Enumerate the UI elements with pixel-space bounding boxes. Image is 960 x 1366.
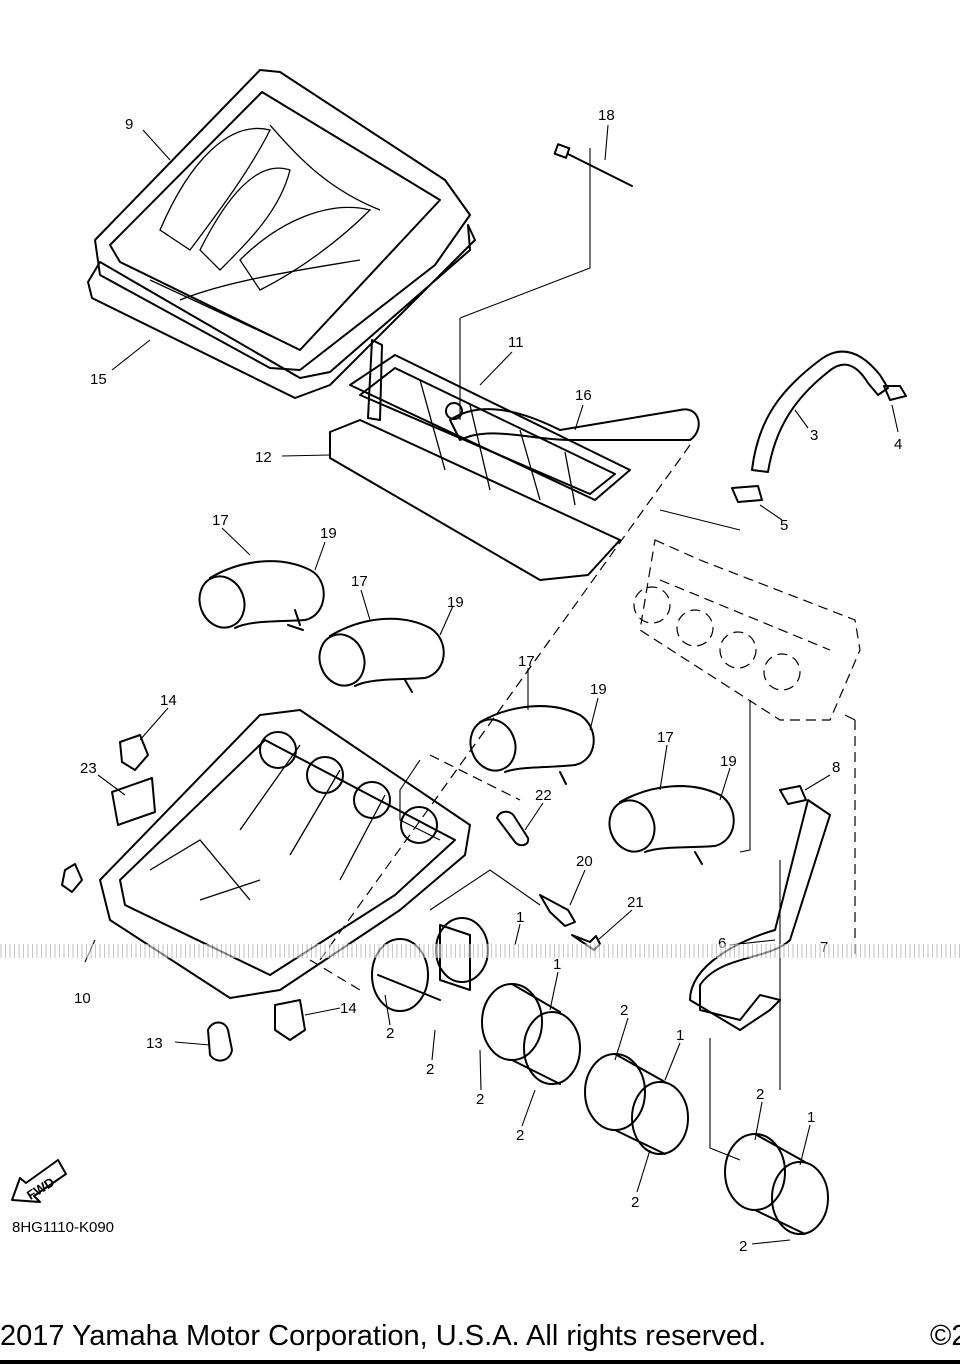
- callout-6: 6: [718, 935, 726, 952]
- callout-2c: 2: [426, 1061, 434, 1078]
- intake-funnel-c: [469, 705, 595, 785]
- callout-22: 22: [535, 787, 552, 804]
- callout-19d: 19: [720, 753, 737, 770]
- callout-1a: 1: [516, 909, 524, 926]
- callout-19a: 19: [320, 525, 337, 542]
- callout-21: 21: [627, 894, 644, 911]
- callout-19c: 19: [590, 681, 607, 698]
- breather-hose: [449, 408, 700, 441]
- sensor-20: [539, 894, 576, 927]
- bottom-rule: [0, 1360, 960, 1364]
- callout-17c: 17: [518, 653, 535, 670]
- copyright-text: 2017 Yamaha Motor Corporation, U.S.A. Al…: [0, 1320, 767, 1352]
- leader-lines: [84, 124, 899, 1245]
- callout-9: 9: [125, 116, 133, 133]
- callout-11: 11: [508, 334, 524, 351]
- label-23: [111, 777, 156, 826]
- element-sponge: [329, 419, 621, 581]
- intake-joint-a: [371, 917, 489, 1012]
- intake-joint-b: [481, 983, 581, 1085]
- callout-18: 18: [598, 107, 615, 124]
- air-filter-case: [99, 709, 471, 999]
- air-filter-case-cover: [94, 69, 471, 371]
- hose-clip-4: [883, 385, 907, 401]
- callout-1b: 1: [553, 956, 561, 973]
- diagram-code: 8HG1110-K090: [12, 1219, 114, 1236]
- callout-14b: 14: [340, 1000, 357, 1017]
- throttle-body-assembly: [633, 539, 861, 721]
- copyright-footer: 2017 Yamaha Motor Corporation, U.S.A. Al…: [0, 1318, 960, 1358]
- callout-23: 23: [80, 760, 97, 777]
- cable-tie: [553, 143, 633, 187]
- callout-17a: 17: [212, 512, 229, 529]
- intake-funnel-b: [318, 617, 445, 693]
- scan-artifact: [0, 944, 960, 958]
- callout-5: 5: [780, 517, 788, 534]
- callout-2d: 2: [476, 1091, 484, 1108]
- air-filter-element: [349, 339, 631, 506]
- callout-13: 13: [146, 1035, 163, 1052]
- callout-15: 15: [90, 371, 107, 388]
- callout-12: 12: [255, 449, 272, 466]
- fwd-label: FWD: [24, 1174, 57, 1202]
- clip-8: [779, 785, 807, 805]
- seal-patch-14-lower: [274, 999, 306, 1041]
- callout-2a: 2: [386, 1025, 394, 1042]
- seal-patch-14-upper: [119, 734, 149, 771]
- assembly-guide-lines: [309, 148, 856, 1161]
- callout-8: 8: [832, 759, 840, 776]
- clip-left: [61, 863, 83, 893]
- hose-lower: [689, 799, 831, 1031]
- callout-1c: 1: [676, 1027, 684, 1044]
- callout-2f: 2: [516, 1127, 524, 1144]
- callout-2b: 2: [620, 1002, 628, 1019]
- callout-20: 20: [576, 853, 593, 870]
- callout-19b: 19: [447, 594, 464, 611]
- callout-2h: 2: [739, 1238, 747, 1255]
- callout-16: 16: [575, 387, 592, 404]
- hose-clip-5: [731, 485, 763, 503]
- callout-17b: 17: [351, 573, 368, 590]
- callout-14a: 14: [160, 692, 177, 709]
- callout-2e: 2: [756, 1086, 764, 1103]
- callout-17d: 17: [657, 729, 674, 746]
- callout-1d: 1: [807, 1109, 815, 1126]
- callout-3: 3: [810, 427, 818, 444]
- plug-22: [496, 810, 530, 847]
- callout-10: 10: [74, 990, 91, 1007]
- intake-funnel-d: [608, 785, 735, 865]
- callout-4: 4: [894, 436, 902, 453]
- forward-arrow-icon: FWD: [11, 1159, 67, 1203]
- grommet-13: [207, 1021, 233, 1062]
- callout-labels: 9 18 15 11 16 3 4 12 5 17 19 17 19 17 19…: [74, 107, 902, 1255]
- intake-joint-d: [724, 1133, 829, 1235]
- callout-2g: 2: [631, 1194, 639, 1211]
- hose-upper: [751, 350, 889, 473]
- intake-joint-c: [584, 1053, 689, 1155]
- case-gasket: [87, 224, 476, 399]
- intake-funnel-a: [198, 560, 325, 631]
- copyright-tail: ©2: [930, 1320, 960, 1352]
